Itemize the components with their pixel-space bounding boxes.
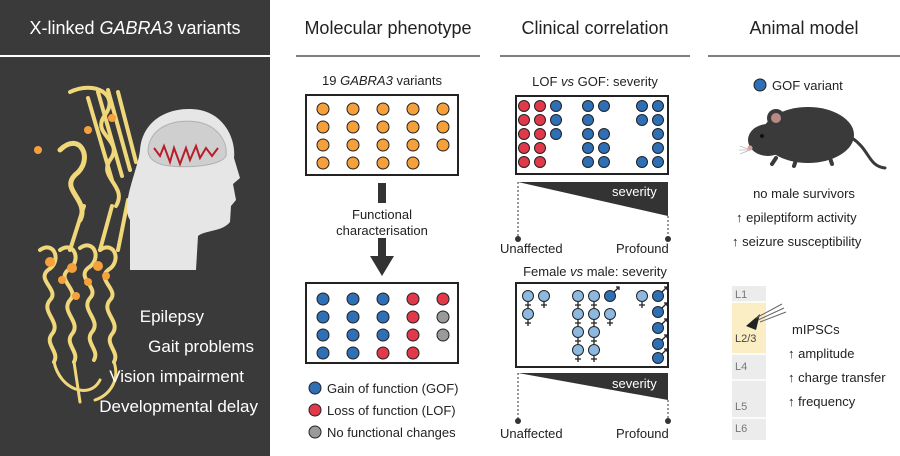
finding-epileptiform-text: epileptiform activity (746, 210, 857, 225)
layer-l5: L5 (735, 401, 748, 413)
up-arrow-icon: ↑ (736, 210, 743, 225)
protein-structure-icon (38, 85, 138, 404)
animal-title: Animal model (749, 18, 859, 38)
molecular-title: Molecular phenotype (304, 18, 472, 38)
lof-gof-caption-b: GOF: severity (574, 74, 658, 89)
lof-gof-box (515, 95, 669, 175)
mipsc-frequency-text: frequency (798, 394, 856, 409)
variants-count: 19 (322, 73, 337, 88)
finding-epileptiform: ↑ epileptiform activity (736, 210, 857, 225)
female-male-box (515, 282, 669, 368)
unaffected-label-bottom: Unaffected (500, 426, 563, 441)
legend-lof: Loss of function (LOF) (327, 403, 456, 418)
head-silhouette-icon (126, 109, 240, 271)
variants-suffix: variants (392, 73, 442, 88)
condition-development: Developmental delay (99, 397, 258, 416)
condition-epilepsy: Epilepsy (139, 307, 204, 326)
variants-caption: 19 GABRA3 variants (306, 73, 458, 88)
mipsc-title: mIPSCs (792, 322, 840, 337)
mipsc-amplitude: ↑ amplitude (788, 346, 855, 361)
clinical-title: Clinical correlation (521, 18, 669, 38)
functional-box (305, 282, 459, 364)
legend-no-change: No functional changes (327, 425, 456, 440)
variants-box (305, 94, 459, 176)
lof-gof-caption-vs: vs (561, 74, 575, 89)
functional-arrow (370, 183, 394, 276)
severity-wedge-top (515, 182, 671, 242)
left-panel-title: X-linked GABRA3 variants (0, 18, 270, 39)
female-male-caption-b: male: severity (583, 264, 667, 279)
variant-sites-icon (34, 114, 116, 300)
gof-variant-marker (753, 78, 767, 92)
layer-l1: L1 (735, 289, 748, 301)
lof-gof-caption: LOF vs GOF: severity (500, 74, 690, 89)
severity-label-bottom: severity (612, 376, 657, 391)
female-male-caption: Female vs male: severity (500, 264, 690, 279)
title-prefix: X-linked (29, 18, 100, 38)
profound-label-top: Profound (616, 241, 669, 256)
female-male-caption-a: Female (523, 264, 571, 279)
severity-label-top: severity (612, 184, 657, 199)
arrow-label-line1: Functional (352, 207, 412, 222)
lof-gof-caption-a: LOF (532, 74, 562, 89)
condition-vision: Vision impairment (109, 367, 244, 386)
finding-seizure: ↑ seizure susceptibility (732, 234, 861, 249)
up-arrow-icon: ↑ (732, 234, 739, 249)
finding-seizure-text: seizure susceptibility (742, 234, 862, 249)
mipsc-amplitude-text: amplitude (798, 346, 855, 361)
severity-wedge-bottom (515, 373, 671, 424)
legend-gof: Gain of function (GOF) (327, 381, 459, 396)
up-arrow-icon: ↑ (788, 370, 795, 385)
arrow-label-line2: characterisation (336, 223, 428, 238)
finding-no-male-survivors: no male survivors (753, 186, 855, 201)
profound-label-bottom: Profound (616, 426, 669, 441)
mipsc-frequency: ↑ frequency (788, 394, 855, 409)
layer-l4: L4 (735, 361, 748, 373)
mipsc-charge-transfer-text: charge transfer (798, 370, 886, 385)
up-arrow-icon: ↑ (788, 346, 795, 361)
variants-gene: GABRA3 (340, 73, 393, 88)
layer-l23: L2/3 (735, 333, 757, 345)
condition-gait: Gait problems (148, 337, 254, 356)
gof-variant-label: GOF variant (772, 78, 843, 93)
mipsc-charge-transfer: ↑ charge transfer (788, 370, 886, 385)
female-male-caption-vs: vs (570, 264, 584, 279)
layer-l6: L6 (735, 423, 748, 435)
unaffected-label-top: Unaffected (500, 241, 563, 256)
mouse-icon (739, 107, 887, 170)
legend-markers (308, 381, 322, 439)
title-suffix: variants (172, 18, 241, 38)
up-arrow-icon: ↑ (788, 394, 795, 409)
cortex-layers-diagram (732, 286, 787, 440)
title-gene: GABRA3 (99, 18, 173, 38)
